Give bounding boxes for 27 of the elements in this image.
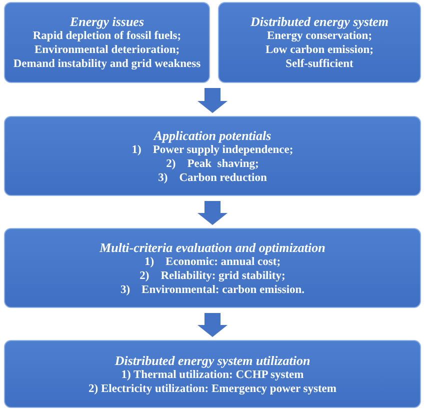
process-box (4, 116, 421, 196)
box-heading: Application potentials (154, 128, 272, 142)
box-text: Environmental deterioration; (34, 43, 180, 57)
box-text: Energy conservation; (266, 29, 372, 43)
box-text: 1) Economic: annual cost; (144, 255, 281, 268)
process-box (218, 2, 421, 83)
block-arrow (198, 201, 228, 225)
box-text: 1) Power supply independence; (132, 143, 294, 156)
box-heading: Distributed energy system utilization (114, 352, 310, 368)
block-arrow (198, 88, 228, 113)
process-box (4, 2, 210, 83)
box-text: 3) Carbon reduction (158, 170, 267, 184)
box-heading: Multi-criteria evaluation and optimization (100, 240, 326, 254)
box-text: Low carbon emission; (266, 43, 374, 57)
process-box (4, 228, 421, 308)
block-arrow (198, 313, 228, 337)
box-text: Rapid depletion of fossil fuels; (32, 29, 182, 43)
box-text: 2) Peak shaving; (166, 156, 259, 170)
box-text: 2) Reliability: grid stability; (140, 268, 286, 282)
box-text: Demand instability and grid weakness (13, 57, 201, 71)
box-heading: Distributed energy system (250, 14, 388, 29)
box-text: Self-sufficient (286, 57, 354, 71)
process-box (4, 340, 421, 408)
box-heading: Energy issues (70, 14, 144, 29)
box-text: 2) Electricity utilization: Emergency power system (88, 382, 336, 396)
box-text: 3) Environmental: carbon emission. (120, 282, 305, 296)
box-text: 1) Thermal utilization: CCHP system (121, 368, 304, 382)
